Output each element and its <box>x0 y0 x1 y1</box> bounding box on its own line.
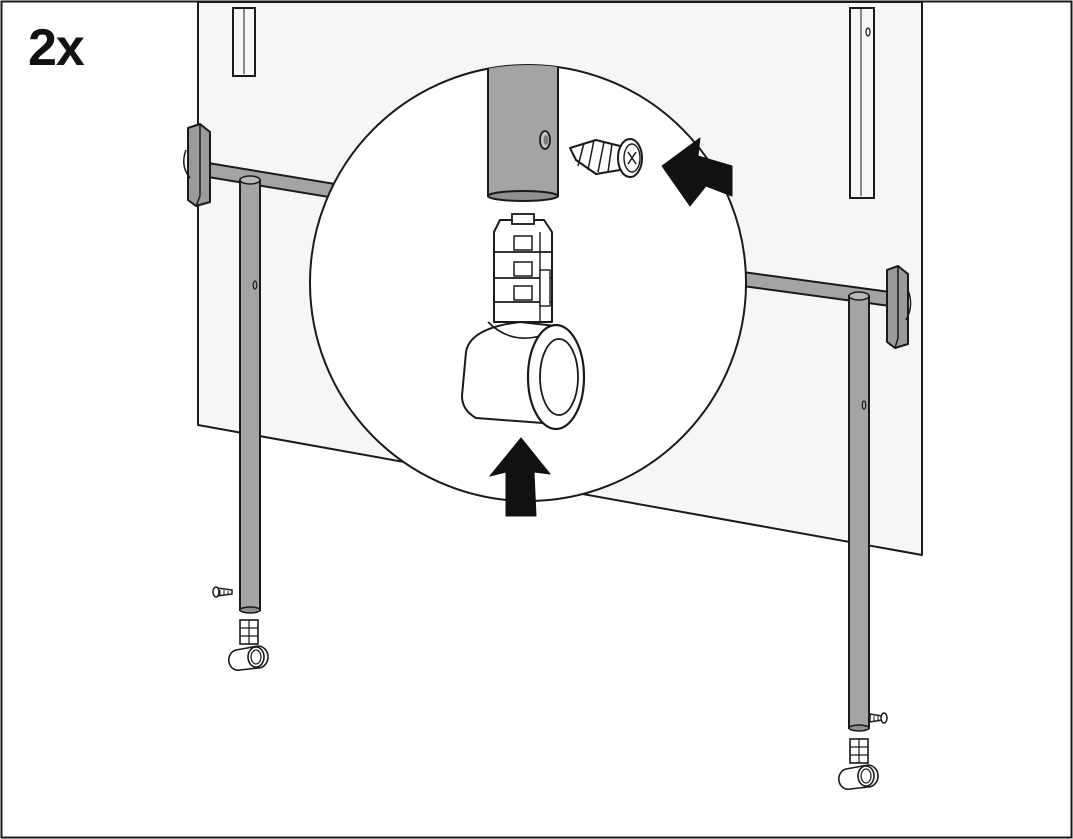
tube-end-detail <box>487 65 559 202</box>
right-wall-bracket <box>886 265 912 349</box>
left-leg <box>239 175 261 614</box>
caster-icon <box>461 213 586 431</box>
left-wall-bracket <box>183 123 211 207</box>
panel-slot-left <box>232 7 256 77</box>
screw-icon <box>569 138 643 178</box>
magnified-detail <box>309 64 747 517</box>
panel-slot-right <box>849 7 875 199</box>
caster-icon <box>228 619 269 672</box>
quantity-label: 2x <box>28 19 85 77</box>
right-leg <box>848 291 870 732</box>
screw-icon <box>212 586 233 598</box>
caster-icon <box>838 738 879 791</box>
arrow-icon <box>489 437 551 517</box>
screw-icon <box>869 712 888 724</box>
arrow-icon <box>661 137 733 207</box>
